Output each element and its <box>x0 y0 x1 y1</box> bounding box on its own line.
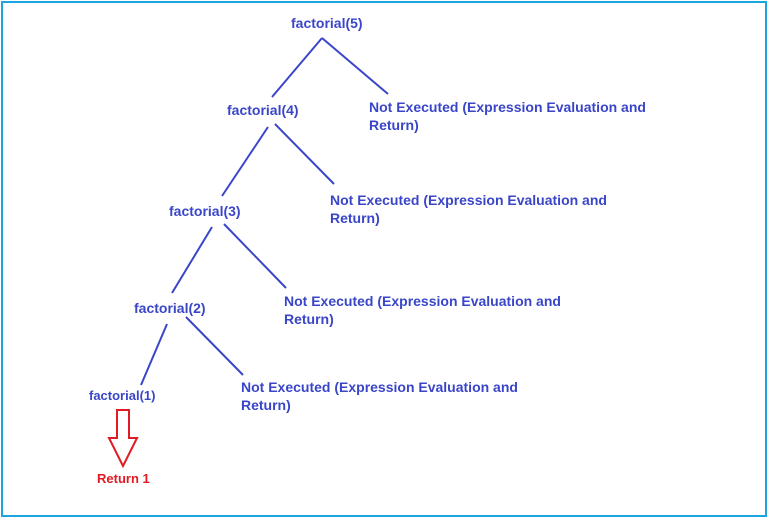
not-executed-line1: Not Executed (Expression Evaluation and <box>330 192 607 208</box>
node-factorial-4: factorial(4) <box>227 102 299 118</box>
edge-f2-to-not-executed-4 <box>185 316 244 376</box>
return-label: Return 1 <box>97 471 150 486</box>
not-executed-line1: Not Executed (Expression Evaluation and <box>369 99 646 115</box>
not-executed-line2: Return) <box>369 117 419 133</box>
not-executed-line1: Not Executed (Expression Evaluation and <box>284 293 561 309</box>
edge-f4-to-not-executed-2 <box>274 123 335 185</box>
edge-f3-to-f2 <box>171 226 213 294</box>
node-factorial-5: factorial(5) <box>291 15 363 31</box>
not-executed-label-3: Not Executed (Expression Evaluation and … <box>284 292 561 328</box>
edge-f4-to-f3 <box>221 126 269 197</box>
edge-f2-to-f1 <box>140 323 168 386</box>
not-executed-line2: Return) <box>330 210 380 226</box>
not-executed-label-2: Not Executed (Expression Evaluation and … <box>330 191 607 227</box>
not-executed-line1: Not Executed (Expression Evaluation and <box>241 379 518 395</box>
node-factorial-1: factorial(1) <box>89 388 156 403</box>
not-executed-line2: Return) <box>241 397 291 413</box>
edge-f5-to-f4 <box>271 37 323 98</box>
not-executed-line2: Return) <box>284 311 334 327</box>
edge-f5-to-not-executed-1 <box>321 37 389 95</box>
node-factorial-3: factorial(3) <box>169 203 241 219</box>
edge-f3-to-not-executed-3 <box>223 223 287 289</box>
down-arrow-icon <box>107 409 139 469</box>
node-factorial-2: factorial(2) <box>134 300 206 316</box>
not-executed-label-4: Not Executed (Expression Evaluation and … <box>241 378 518 414</box>
not-executed-label-1: Not Executed (Expression Evaluation and … <box>369 98 646 134</box>
